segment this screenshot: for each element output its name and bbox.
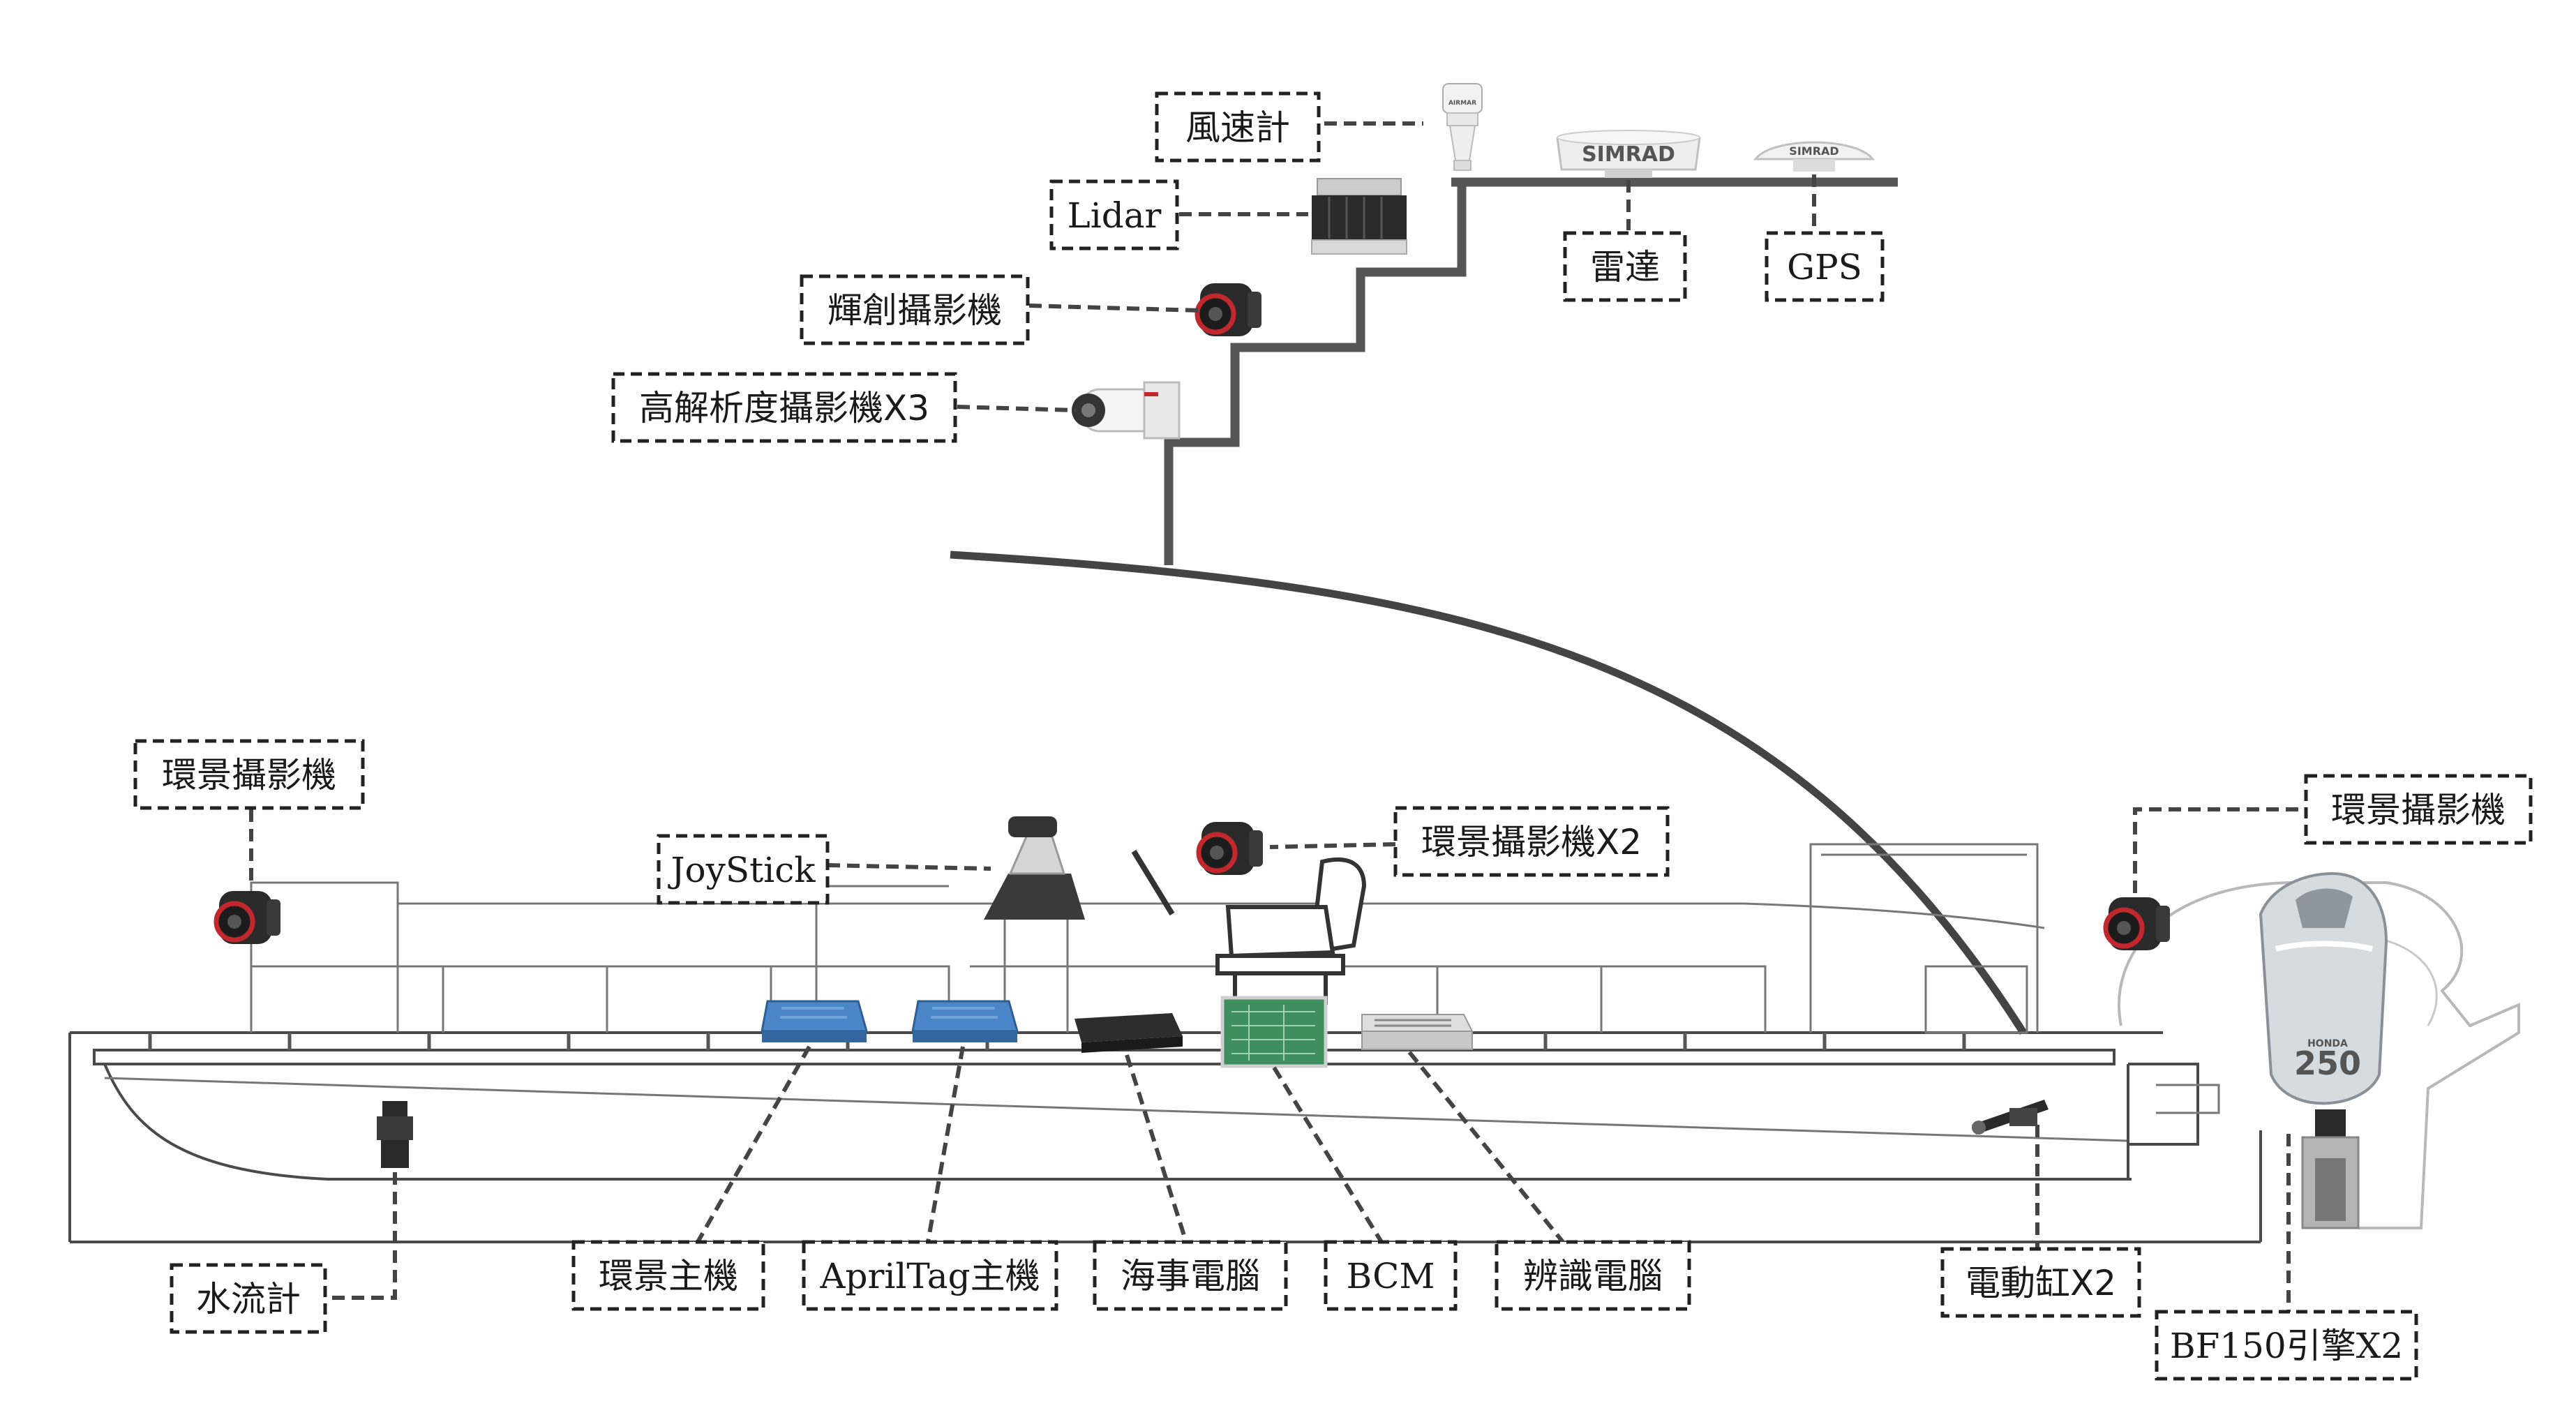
svg-text:Lidar: Lidar bbox=[1068, 195, 1162, 236]
label-joystick: JoyStick bbox=[659, 836, 828, 903]
leader-lines bbox=[251, 123, 2306, 1312]
marine-computer-icon bbox=[1074, 1013, 1183, 1053]
hd-camera-icon bbox=[1072, 382, 1179, 438]
svg-text:辨識電腦: 辨識電腦 bbox=[1523, 1256, 1663, 1296]
label-recognition-computer: 辨識電腦 bbox=[1497, 1242, 1689, 1309]
label-anemometer: 風速計 bbox=[1157, 93, 1319, 160]
recognition-computer-icon bbox=[1362, 1015, 1472, 1049]
label-bcm: BCM bbox=[1326, 1242, 1455, 1309]
label-surround-camera-bow: 環景攝影機 bbox=[135, 741, 363, 808]
svg-text:環景攝影機: 環景攝影機 bbox=[2331, 790, 2506, 830]
bcm-board-icon bbox=[1222, 998, 1326, 1066]
svg-text:HONDA: HONDA bbox=[2307, 1038, 2348, 1049]
label-surround-camera-stern: 環景攝影機 bbox=[2306, 776, 2531, 843]
svg-text:250: 250 bbox=[2294, 1045, 2361, 1082]
svg-text:環景攝影機: 環景攝影機 bbox=[162, 755, 336, 795]
label-huichuang-camera: 輝創攝影機 bbox=[802, 276, 1028, 343]
surround-camera-x2-icon bbox=[1199, 822, 1263, 875]
svg-text:BCM: BCM bbox=[1346, 1256, 1435, 1296]
flow-meter-icon bbox=[377, 1101, 413, 1168]
label-surround-host: 環景主機 bbox=[574, 1242, 763, 1309]
label-radar: 雷達 bbox=[1565, 233, 1685, 300]
joystick-icon bbox=[984, 816, 1085, 920]
svg-text:海事電腦: 海事電腦 bbox=[1121, 1256, 1260, 1296]
svg-text:高解析度攝影機X3: 高解析度攝影機X3 bbox=[639, 388, 929, 428]
lidar-icon bbox=[1312, 179, 1407, 254]
svg-text:雷達: 雷達 bbox=[1590, 247, 1660, 287]
outboard-engine-icon: 250 HONDA bbox=[2261, 874, 2386, 1228]
label-gps: GPS bbox=[1767, 233, 1882, 300]
apriltag-host-icon bbox=[913, 1001, 1017, 1042]
svg-text:SIMRAD: SIMRAD bbox=[1582, 142, 1675, 167]
svg-text:水流計: 水流計 bbox=[196, 1279, 301, 1319]
surround-camera-stern-icon bbox=[2106, 897, 2170, 950]
label-surround-camera-x2: 環景攝影機X2 bbox=[1395, 808, 1668, 875]
svg-text:JoyStick: JoyStick bbox=[667, 850, 816, 890]
surround-host-icon bbox=[762, 1001, 867, 1042]
svg-text:輝創攝影機: 輝創攝影機 bbox=[828, 290, 1002, 331]
svg-text:AIRMAR: AIRMAR bbox=[1448, 100, 1476, 107]
anemometer-icon: AIRMAR bbox=[1443, 84, 1482, 170]
svg-text:電動缸X2: 電動缸X2 bbox=[1965, 1263, 2116, 1303]
label-apriltag-host: AprilTag主機 bbox=[804, 1242, 1056, 1309]
svg-text:GPS: GPS bbox=[1787, 247, 1862, 287]
label-marine-computer: 海事電腦 bbox=[1095, 1242, 1286, 1309]
label-hd-camera: 高解析度攝影機X3 bbox=[613, 374, 955, 441]
surround-camera-bow-icon bbox=[216, 891, 280, 944]
svg-text:環景主機: 環景主機 bbox=[599, 1256, 738, 1296]
label-engine: BF150引擎X2 bbox=[2157, 1312, 2416, 1379]
svg-text:BF150引擎X2: BF150引擎X2 bbox=[2170, 1326, 2403, 1366]
svg-text:環景攝影機X2: 環景攝影機X2 bbox=[1421, 822, 1642, 862]
svg-text:AprilTag主機: AprilTag主機 bbox=[819, 1256, 1040, 1296]
radar-icon: SIMRAD bbox=[1557, 130, 1700, 178]
gps-antenna-icon: SIMRAD bbox=[1755, 142, 1873, 172]
svg-text:風速計: 風速計 bbox=[1185, 107, 1290, 148]
label-flow-meter: 水流計 bbox=[172, 1265, 325, 1332]
label-actuator: 電動缸X2 bbox=[1942, 1249, 2139, 1316]
label-lidar: Lidar bbox=[1051, 181, 1177, 248]
huichuang-camera-icon bbox=[1197, 283, 1261, 336]
svg-text:SIMRAD: SIMRAD bbox=[1789, 144, 1839, 158]
mast-arch bbox=[950, 555, 2023, 1033]
